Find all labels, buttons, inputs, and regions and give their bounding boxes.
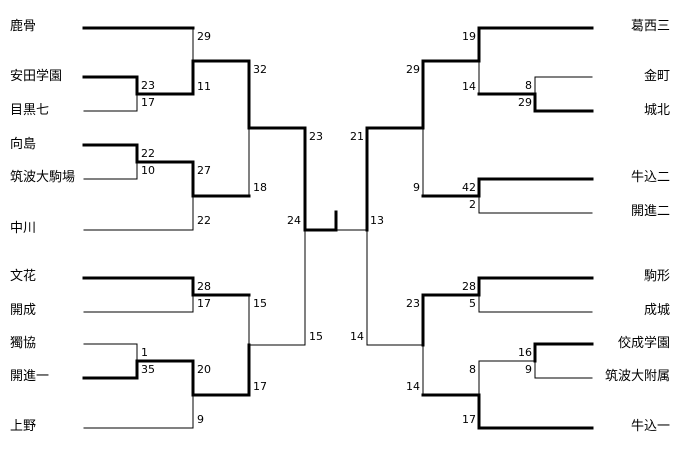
left-r2-score-bottom: 22 (197, 214, 211, 227)
left-r1-score-top: 1 (141, 346, 148, 359)
left-final-score: 24 (287, 214, 301, 227)
right-r3-score-top: 29 (406, 63, 420, 76)
left-team-10: 開進一 (10, 369, 50, 384)
right-r1-score-top: 28 (462, 280, 476, 293)
left-r3-score-top: 15 (253, 297, 267, 310)
left-r2-score-top: 27 (197, 164, 211, 177)
left-r2-score-bottom: 11 (197, 80, 211, 93)
left-r1-score-bottom: 35 (141, 363, 155, 376)
left-team-9: 獨協 (10, 336, 37, 351)
right-r2-score-top: 19 (462, 30, 476, 43)
right-team-8: 佼成学園 (617, 336, 670, 351)
left-team-1: 鹿骨 (10, 19, 37, 34)
left-team-8: 開成 (10, 303, 37, 318)
right-r1-score-top: 8 (525, 79, 532, 92)
right-r3-score-top: 23 (406, 297, 420, 310)
left-r1-score-top: 23 (141, 79, 155, 92)
left-r1-score-bottom: 10 (141, 164, 155, 177)
right-final-score: 13 (370, 214, 384, 227)
right-r2-score-bottom: 14 (462, 80, 476, 93)
left-r2-score-top: 29 (197, 30, 211, 43)
right-r1-score-top: 16 (518, 346, 532, 359)
right-team-4: 牛込二 (630, 170, 670, 185)
left-r3-score-bottom: 18 (253, 181, 267, 194)
right-team-2: 金町 (643, 69, 670, 84)
right-r2-score-bottom: 17 (462, 413, 476, 426)
left-team-4: 向島 (10, 137, 37, 152)
right-r3-score-bottom: 9 (413, 181, 420, 194)
left-team-5: 筑波大駒場 (10, 170, 76, 185)
right-r1-score-bottom: 5 (469, 297, 476, 310)
right-team-6: 駒形 (643, 269, 670, 284)
right-r1-score-bottom: 29 (518, 96, 532, 109)
left-semi-score-bottom: 15 (309, 330, 323, 343)
left-team-11: 上野 (10, 419, 37, 434)
left-r2-score-bottom: 17 (197, 297, 211, 310)
left-team-2: 安田学園 (10, 69, 63, 84)
right-team-3: 城北 (643, 103, 670, 118)
left-r3-score-bottom: 17 (253, 380, 267, 393)
right-semi-score-top: 21 (350, 130, 364, 143)
left-team-3: 目黒七 (10, 103, 50, 118)
right-team-1: 葛西三 (630, 19, 670, 34)
right-team-7: 成城 (643, 303, 670, 318)
right-r1-score-bottom: 2 (469, 198, 476, 211)
left-semi-score-top: 23 (309, 130, 323, 143)
left-team-6: 中川 (10, 221, 37, 236)
left-r1-score-bottom: 17 (141, 96, 155, 109)
left-r2-score-top: 28 (197, 280, 211, 293)
left-r2-score-top: 20 (197, 363, 211, 376)
right-semi-score-bottom: 14 (350, 330, 364, 343)
right-r2-score-top: 8 (469, 363, 476, 376)
right-r3-score-bottom: 14 (406, 380, 420, 393)
right-team-5: 開進二 (630, 204, 670, 219)
right-r1-score-top: 42 (462, 181, 476, 194)
right-team-10: 牛込一 (630, 419, 670, 434)
right-r1-score-bottom: 9 (525, 363, 532, 376)
left-r1-score-top: 22 (141, 147, 155, 160)
left-r2-score-bottom: 9 (197, 413, 204, 426)
right-team-9: 筑波大附属 (604, 369, 670, 384)
left-team-7: 文花 (10, 269, 37, 284)
left-r3-score-top: 32 (253, 63, 267, 76)
